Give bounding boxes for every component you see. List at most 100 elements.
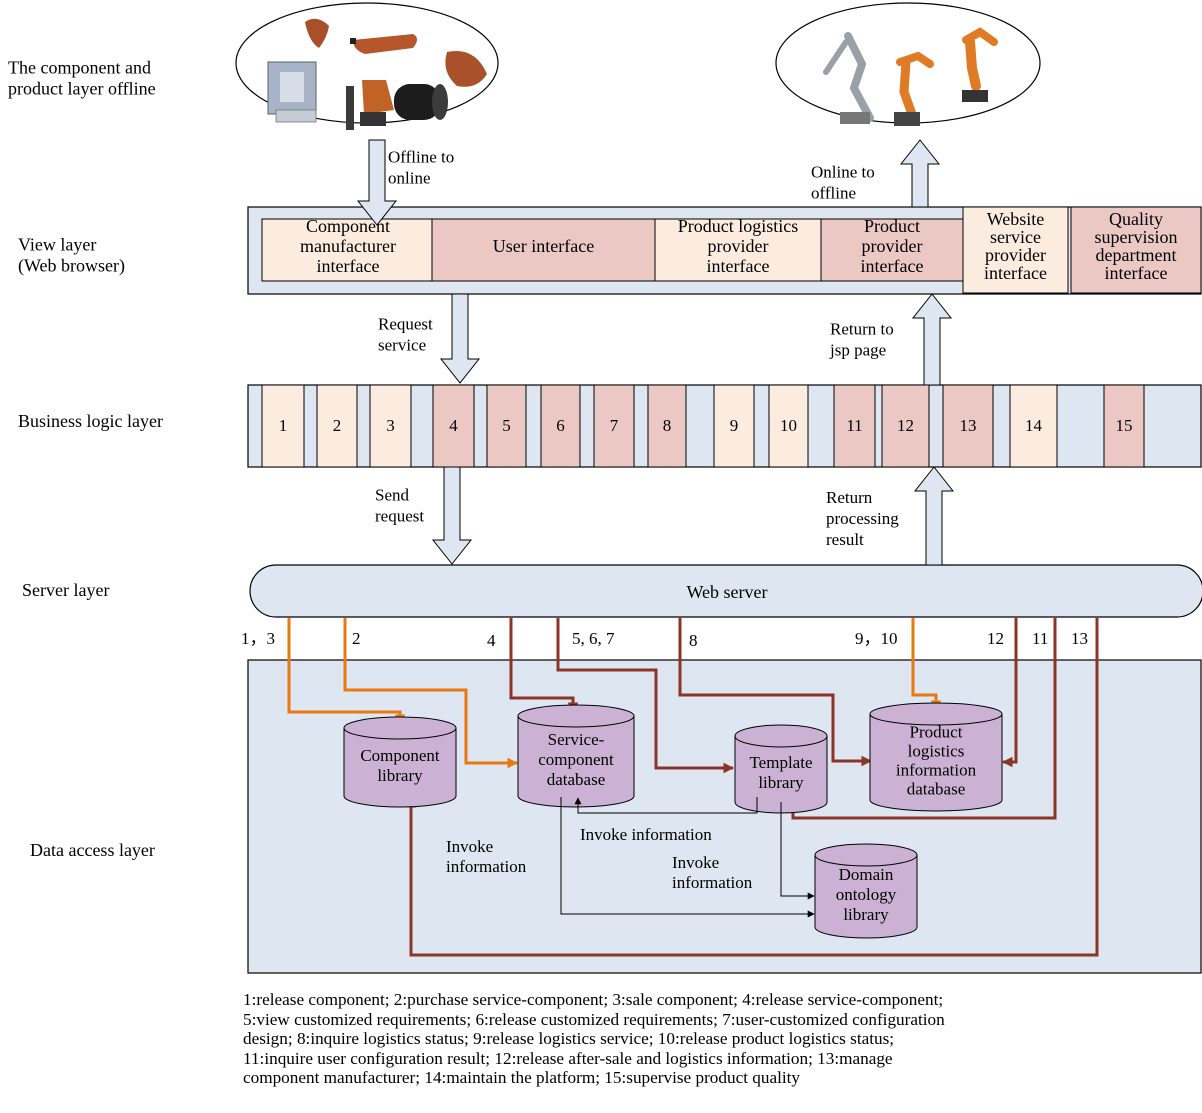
database-label: Domain xyxy=(839,865,894,884)
logic-box xyxy=(942,384,994,468)
route-label: 9，10 xyxy=(855,629,898,648)
view-interface-label: interface xyxy=(984,263,1047,283)
component-images-ellipse xyxy=(235,2,499,130)
logic-box xyxy=(1103,384,1145,468)
logic-box-number: 5 xyxy=(502,416,511,435)
arrow-label: Return xyxy=(826,488,873,507)
route-label: 4 xyxy=(487,631,496,650)
legend: 1:release component; 2:purchase service-… xyxy=(243,990,1201,1088)
logic-box-number: 6 xyxy=(556,416,565,435)
legend-line: design; 8:inquire logistics status; 9:re… xyxy=(243,1029,895,1049)
database-label: component xyxy=(538,750,614,769)
legend-line: 11:inquire user configuration result; 12… xyxy=(243,1048,893,1068)
logic-box xyxy=(647,384,687,468)
block-arrow xyxy=(439,293,481,384)
invoke-arrow xyxy=(574,797,758,814)
data-route xyxy=(405,618,1099,957)
route-label: 12 xyxy=(987,629,1004,648)
logic-box xyxy=(261,384,305,468)
route-label: 13 xyxy=(1071,629,1088,648)
logic-box-number: 10 xyxy=(780,416,797,435)
block-arrows xyxy=(356,139,955,566)
logic-box xyxy=(369,384,412,468)
web-server-bar xyxy=(249,564,1202,618)
route-label: 1，3 xyxy=(241,629,275,648)
block-arrow xyxy=(356,139,398,226)
legend-line: component manufacturer; 14:maintain the … xyxy=(243,1068,801,1088)
view-interface-label: Quality xyxy=(1109,209,1163,229)
route-label: 8 xyxy=(689,631,698,650)
invoke-label: Invoke xyxy=(446,837,493,856)
logic-box xyxy=(881,384,930,468)
view-interface-label: interface xyxy=(861,256,924,276)
invoke-arrow xyxy=(560,797,815,918)
invoke-label: information xyxy=(672,873,753,892)
arrow-label: online xyxy=(388,169,431,188)
view-interface-box xyxy=(962,206,1069,294)
invoke-label: Invoke information xyxy=(580,825,712,844)
layer-label: (Web browser) xyxy=(18,256,125,277)
view-interface-label: Product xyxy=(864,216,920,236)
database-label: information xyxy=(896,761,977,780)
databases: ComponentlibraryService-componentdatabas… xyxy=(343,702,1003,939)
legend-line: 1:release component; 2:purchase service-… xyxy=(243,990,944,1009)
logic-box-number: 2 xyxy=(333,416,342,435)
view-interface-label: service xyxy=(990,227,1041,247)
logic-box-number: 12 xyxy=(897,416,914,435)
database-label: ontology xyxy=(836,885,897,904)
logic-box-number: 14 xyxy=(1025,416,1043,435)
legend-line: 5:view customized requirements; 6:releas… xyxy=(243,1009,945,1029)
database-label: Product xyxy=(910,723,963,742)
data-route xyxy=(1001,618,1018,768)
arrow-label: Send xyxy=(375,486,410,505)
view-interface-label: provider xyxy=(985,245,1046,265)
logic-box xyxy=(833,384,876,468)
database-label: library xyxy=(843,905,889,924)
view-interface-box xyxy=(1070,206,1202,294)
robot-parts-icon xyxy=(267,18,487,130)
logic-box-number: 8 xyxy=(663,416,672,435)
route-label: 2 xyxy=(352,629,361,648)
database-label: Component xyxy=(360,746,440,765)
block-arrow xyxy=(911,293,953,386)
view-interface-label: supervision xyxy=(1095,227,1178,247)
logic-box-number: 4 xyxy=(449,416,458,435)
arrow-label: result xyxy=(826,530,864,549)
logic-box-number: 13 xyxy=(960,416,977,435)
view-interface-box xyxy=(820,218,964,282)
view-interface-label: User interface xyxy=(493,236,594,256)
logic-box xyxy=(316,384,358,468)
logic-box-number: 3 xyxy=(386,416,395,435)
route-label: 5, 6, 7 xyxy=(572,629,615,648)
block-arrow xyxy=(431,466,473,565)
database-label: Service- xyxy=(548,730,605,749)
database-label: database xyxy=(547,770,606,789)
invoke-label: Invoke xyxy=(672,853,719,872)
arrow-label: service xyxy=(378,336,426,355)
logic-box xyxy=(593,384,635,468)
logic-box xyxy=(540,384,581,468)
arrow-label: Online to xyxy=(811,163,875,182)
arrow-label: jsp page xyxy=(829,341,886,360)
view-interface-label: Product logistics xyxy=(678,216,799,236)
invoke-arrow xyxy=(780,802,815,900)
arrow-label: processing xyxy=(826,509,899,528)
view-interface-label: provider xyxy=(862,236,923,256)
logic-box-number: 11 xyxy=(846,416,862,435)
block-arrow xyxy=(913,466,955,566)
layer-label: The component and xyxy=(8,58,151,78)
data-access-panel xyxy=(247,659,1202,974)
view-interface-box xyxy=(654,218,822,282)
logic-box-number: 1 xyxy=(279,416,288,435)
view-interface-label: interface xyxy=(317,256,380,276)
layer-label: product layer offline xyxy=(8,79,156,99)
